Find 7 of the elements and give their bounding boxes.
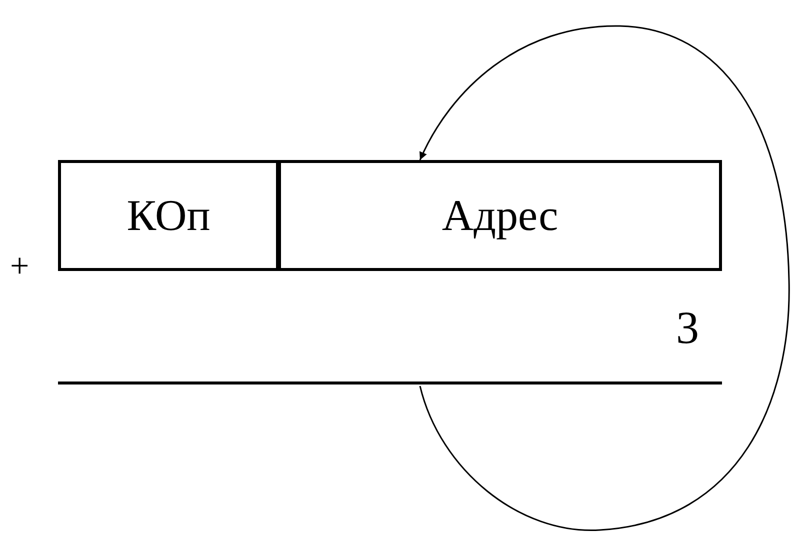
- plus-sign: +: [10, 250, 30, 284]
- instruction-field: [58, 160, 279, 271]
- field-label: Адрес: [442, 194, 558, 238]
- field-label: КОп: [126, 194, 210, 238]
- instruction-field: [278, 160, 722, 271]
- addend-label: 3: [676, 305, 699, 351]
- loop-arrow: [419, 25, 790, 531]
